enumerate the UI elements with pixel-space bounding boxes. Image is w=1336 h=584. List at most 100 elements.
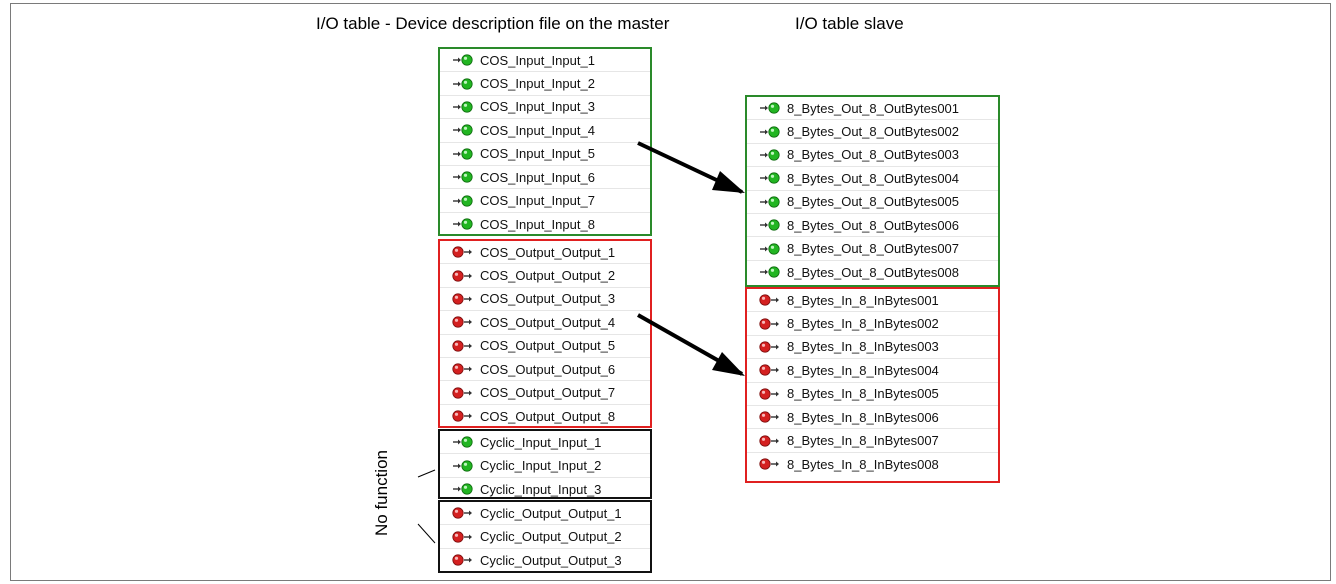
green-input-connector-icon	[757, 171, 783, 185]
green-input-connector-icon	[450, 123, 476, 137]
io-row[interactable]: Cyclic_Input_Input_1	[440, 431, 650, 455]
red-output-connector-icon	[757, 340, 783, 354]
red-output-connector-icon	[450, 315, 476, 329]
red-output-connector-icon	[450, 362, 476, 376]
io-row[interactable]: COS_Output_Output_3	[440, 288, 650, 312]
io-row[interactable]: COS_Output_Output_4	[440, 311, 650, 335]
io-row[interactable]: 8_Bytes_Out_8_OutBytes004	[747, 167, 998, 191]
io-row-label: COS_Input_Input_8	[480, 216, 595, 232]
io-row-label: COS_Output_Output_1	[480, 244, 616, 260]
io-row-label: Cyclic_Input_Input_2	[480, 458, 602, 474]
green-input-connector-icon	[450, 53, 476, 67]
green-input-connector-icon	[757, 125, 783, 139]
io-row-label: 8_Bytes_In_8_InBytes001	[787, 292, 939, 308]
io-row[interactable]: COS_Input_Input_2	[440, 72, 650, 96]
io-row[interactable]: 8_Bytes_In_8_InBytes008	[747, 453, 998, 476]
io-row-label: COS_Output_Output_8	[480, 408, 616, 424]
io-row[interactable]: 8_Bytes_In_8_InBytes004	[747, 359, 998, 383]
red-output-connector-icon	[450, 409, 476, 423]
io-row[interactable]: 8_Bytes_Out_8_OutBytes007	[747, 237, 998, 261]
green-input-connector-icon	[757, 101, 783, 115]
io-row[interactable]: COS_Output_Output_7	[440, 381, 650, 405]
io-row-label: COS_Input_Input_5	[480, 146, 595, 162]
io-row-label: 8_Bytes_In_8_InBytes007	[787, 433, 939, 449]
io-row-label: COS_Input_Input_3	[480, 99, 595, 115]
io-row[interactable]: Cyclic_Output_Output_1	[440, 502, 650, 526]
io-row-label: 8_Bytes_Out_8_OutBytes007	[787, 241, 960, 257]
red-output-connector-icon	[450, 339, 476, 353]
io-row[interactable]: COS_Output_Output_8	[440, 405, 650, 428]
io-row[interactable]: 8_Bytes_Out_8_OutBytes002	[747, 120, 998, 144]
io-row[interactable]: 8_Bytes_Out_8_OutBytes006	[747, 214, 998, 238]
red-output-connector-icon	[757, 363, 783, 377]
io-row[interactable]: COS_Input_Input_3	[440, 96, 650, 120]
io-row-label: COS_Input_Input_1	[480, 52, 595, 68]
io-row-label: 8_Bytes_In_8_InBytes008	[787, 456, 939, 472]
red-output-connector-icon	[757, 410, 783, 424]
green-input-connector-icon	[757, 148, 783, 162]
io-row[interactable]: COS_Output_Output_1	[440, 241, 650, 265]
io-row[interactable]: Cyclic_Input_Input_2	[440, 454, 650, 478]
io-row-label: COS_Output_Output_7	[480, 385, 616, 401]
io-row[interactable]: 8_Bytes_In_8_InBytes005	[747, 383, 998, 406]
io-row[interactable]: 8_Bytes_Out_8_OutBytes005	[747, 191, 998, 214]
red-output-connector-icon	[450, 506, 476, 520]
io-row[interactable]: COS_Input_Input_1	[440, 49, 650, 73]
io-row-label: COS_Output_Output_4	[480, 314, 616, 330]
io-row-label: 8_Bytes_Out_8_OutBytes005	[787, 194, 960, 210]
io-row-label: 8_Bytes_Out_8_OutBytes006	[787, 217, 960, 233]
green-input-connector-icon	[450, 170, 476, 184]
red-output-connector-icon	[450, 292, 476, 306]
io-row[interactable]: COS_Output_Output_5	[440, 335, 650, 358]
io-row[interactable]: 8_Bytes_In_8_InBytes007	[747, 429, 998, 453]
io-row[interactable]: 8_Bytes_In_8_InBytes002	[747, 312, 998, 336]
io-row[interactable]: Cyclic_Output_Output_2	[440, 525, 650, 549]
io-row[interactable]: 8_Bytes_In_8_InBytes001	[747, 289, 998, 313]
io-row[interactable]: COS_Input_Input_5	[440, 143, 650, 166]
io-row[interactable]: COS_Output_Output_2	[440, 264, 650, 288]
io-row[interactable]: 8_Bytes_Out_8_OutBytes001	[747, 97, 998, 121]
io-row[interactable]: Cyclic_Input_Input_3	[440, 478, 650, 501]
io-row[interactable]: COS_Input_Input_7	[440, 189, 650, 213]
io-row[interactable]: 8_Bytes_In_8_InBytes006	[747, 406, 998, 430]
io-row-label: COS_Output_Output_5	[480, 338, 616, 354]
io-row-label: COS_Input_Input_4	[480, 122, 595, 138]
io-row-label: 8_Bytes_In_8_InBytes005	[787, 386, 939, 402]
io-row-label: Cyclic_Output_Output_3	[480, 552, 622, 568]
io-row-label: COS_Input_Input_2	[480, 76, 595, 92]
io-row-label: 8_Bytes_In_8_InBytes004	[787, 362, 939, 378]
io-row[interactable]: 8_Bytes_In_8_InBytes003	[747, 336, 998, 360]
io-row-label: 8_Bytes_Out_8_OutBytes003	[787, 147, 960, 163]
green-input-connector-icon	[757, 242, 783, 256]
io-row[interactable]: COS_Input_Input_6	[440, 166, 650, 190]
green-input-connector-icon	[450, 459, 476, 473]
green-input-connector-icon	[450, 100, 476, 114]
green-input-connector-icon	[757, 218, 783, 232]
no-function-label: No function	[372, 450, 391, 536]
io-row[interactable]: COS_Output_Output_6	[440, 358, 650, 382]
io-row[interactable]: 8_Bytes_Out_8_OutBytes003	[747, 144, 998, 168]
red-output-connector-icon	[450, 269, 476, 283]
io-row[interactable]: Cyclic_Output_Output_3	[440, 549, 650, 572]
green-input-connector-icon	[450, 194, 476, 208]
io-row-label: 8_Bytes_In_8_InBytes003	[787, 339, 939, 355]
io-row[interactable]: COS_Input_Input_4	[440, 119, 650, 143]
io-row-label: Cyclic_Input_Input_1	[480, 434, 602, 450]
green-input-connector-icon	[450, 77, 476, 91]
io-row[interactable]: 8_Bytes_Out_8_OutBytes008	[747, 261, 998, 284]
red-output-connector-icon	[450, 386, 476, 400]
slave-table-heading: I/O table slave	[795, 14, 904, 33]
io-row[interactable]: COS_Input_Input_8	[440, 213, 650, 236]
io-row-label: Cyclic_Output_Output_2	[480, 529, 622, 545]
red-output-connector-icon	[757, 293, 783, 307]
io-row-label: COS_Input_Input_7	[480, 193, 595, 209]
io-row-label: 8_Bytes_In_8_InBytes006	[787, 409, 939, 425]
io-row-label: COS_Output_Output_6	[480, 361, 616, 377]
io-row-label: COS_Output_Output_3	[480, 291, 616, 307]
slave-input-group: 8_Bytes_In_8_InBytes001 8_Bytes_In_8_InBy…	[745, 287, 1000, 483]
green-input-connector-icon	[450, 482, 476, 496]
